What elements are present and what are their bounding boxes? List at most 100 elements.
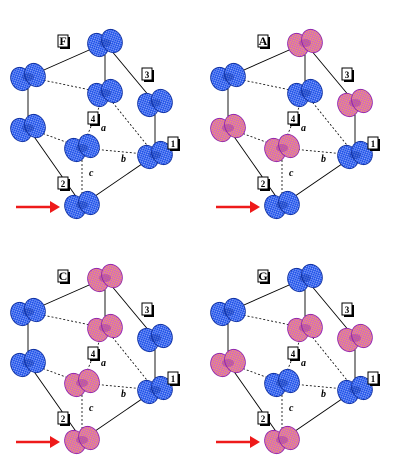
- axis-label-b: b: [321, 154, 326, 165]
- bond-line-3: [104, 92, 156, 156]
- orbital-bottom-front: [64, 190, 100, 220]
- orbital-top-back: [287, 28, 323, 58]
- svg-text:2: 2: [261, 414, 266, 424]
- red-arrow-icon: [216, 201, 260, 213]
- site-label-1: 1: [367, 136, 380, 151]
- svg-text:3: 3: [345, 305, 350, 315]
- axis-label-a: a: [301, 358, 306, 369]
- orbital-front-right: [137, 140, 173, 170]
- bond-line-3: [304, 327, 356, 391]
- red-arrow-icon: [216, 436, 260, 448]
- site-label-3: 3: [141, 302, 154, 317]
- red-arrow-icon: [16, 436, 60, 448]
- svg-text:1: 1: [171, 374, 176, 384]
- svg-text:2: 2: [61, 179, 66, 189]
- svg-text:4: 4: [291, 349, 296, 359]
- site-label-2: 2: [57, 176, 70, 191]
- axis-label-c: c: [89, 403, 94, 414]
- site-label-4: 4: [287, 346, 300, 361]
- svg-text:1: 1: [371, 139, 376, 149]
- axis-label-a: a: [101, 123, 106, 134]
- orbital-back-right-mid: [137, 323, 173, 353]
- lattice-edge-4: [27, 362, 83, 441]
- bond-line-3: [304, 92, 356, 156]
- panel-label: F: [57, 34, 70, 49]
- lattice-edge-4: [27, 127, 83, 206]
- svg-text:1: 1: [371, 374, 376, 384]
- orbital-back-mid: [287, 78, 323, 108]
- panel-label: G: [257, 269, 270, 284]
- axis-label-b: b: [121, 154, 126, 165]
- site-label-4: 4: [87, 346, 100, 361]
- orbital-bottom-front: [64, 425, 100, 455]
- orbital-front-right: [337, 375, 373, 405]
- svg-text:G: G: [258, 269, 267, 283]
- svg-text:2: 2: [61, 414, 66, 424]
- svg-text:F: F: [59, 34, 66, 48]
- site-label-4: 4: [87, 111, 100, 126]
- orbital-back-left-up: [10, 297, 46, 327]
- orbital-top-back: [87, 263, 123, 293]
- orbital-front-left-mid: [10, 348, 46, 378]
- axis-label-c: c: [289, 168, 294, 179]
- orbital-back-left-up: [10, 62, 46, 92]
- svg-text:4: 4: [91, 114, 96, 124]
- svg-text:1: 1: [171, 139, 176, 149]
- orbital-center-front: [264, 368, 300, 398]
- site-label-3: 3: [141, 67, 154, 82]
- orbital-bottom-front: [264, 425, 300, 455]
- site-label-3: 3: [341, 67, 354, 82]
- orbital-bottom-front: [264, 190, 300, 220]
- svg-text:4: 4: [91, 349, 96, 359]
- panel-label: C: [57, 269, 70, 284]
- site-label-1: 1: [167, 371, 180, 386]
- orbital-back-mid: [287, 313, 323, 343]
- site-label-3: 3: [341, 302, 354, 317]
- orbital-front-right: [137, 375, 173, 405]
- svg-text:A: A: [259, 34, 268, 48]
- svg-text:C: C: [59, 269, 68, 283]
- site-label-2: 2: [257, 411, 270, 426]
- svg-text:2: 2: [261, 179, 266, 189]
- orbital-center-front: [64, 368, 100, 398]
- orbital-top-back: [287, 263, 323, 293]
- axis-label-c: c: [289, 403, 294, 414]
- orbital-back-left-up: [210, 62, 246, 92]
- orbital-back-right-mid: [137, 88, 173, 118]
- orbital-back-right-mid: [337, 323, 373, 353]
- orbital-front-right: [337, 140, 373, 170]
- orbital-front-left-mid: [10, 113, 46, 143]
- orbital-front-left-mid: [210, 348, 246, 378]
- orbital-back-mid: [87, 78, 123, 108]
- lattice-edge-4: [227, 362, 283, 441]
- bond-line-3: [104, 327, 156, 391]
- lattice-edge-4: [227, 127, 283, 206]
- axis-label-a: a: [101, 358, 106, 369]
- site-label-1: 1: [167, 136, 180, 151]
- orbital-center-front: [64, 133, 100, 163]
- svg-text:4: 4: [291, 114, 296, 124]
- panel-C: C 3 1 4 2 a b c: [10, 263, 180, 455]
- axis-label-c: c: [89, 168, 94, 179]
- svg-text:3: 3: [145, 305, 150, 315]
- red-arrow-icon: [16, 201, 60, 213]
- orbital-center-front: [264, 133, 300, 163]
- site-label-2: 2: [57, 411, 70, 426]
- axis-label-b: b: [321, 389, 326, 400]
- site-label-1: 1: [367, 371, 380, 386]
- orbital-top-back: [87, 28, 123, 58]
- orbital-back-left-up: [210, 297, 246, 327]
- axis-label-b: b: [121, 389, 126, 400]
- site-label-4: 4: [287, 111, 300, 126]
- svg-text:3: 3: [145, 70, 150, 80]
- panel-label: A: [257, 34, 270, 49]
- orbital-back-mid: [87, 313, 123, 343]
- panel-G: G 3 1 4 2 a b c: [210, 263, 380, 455]
- orbital-back-right-mid: [337, 88, 373, 118]
- site-label-2: 2: [257, 176, 270, 191]
- svg-text:3: 3: [345, 70, 350, 80]
- panel-F: F 3 1 4 2 a b c: [10, 28, 180, 220]
- orbital-front-left-mid: [210, 113, 246, 143]
